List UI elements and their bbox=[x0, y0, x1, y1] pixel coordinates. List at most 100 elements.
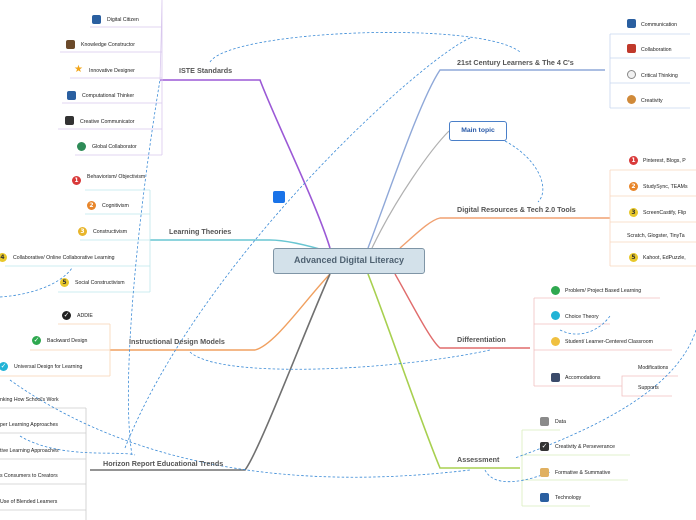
blue-square-marker[interactable] bbox=[273, 191, 285, 203]
flag-yellow-icon bbox=[551, 337, 560, 346]
bar-chart-icon bbox=[540, 417, 549, 426]
branch-line-instructional bbox=[110, 273, 331, 351]
topic-iste-standards[interactable]: ISTE Standards bbox=[179, 66, 233, 75]
learning-bracket bbox=[5, 189, 151, 293]
differentiation-item-student-centered[interactable]: Student/ Learner-Centered Classroom bbox=[565, 339, 653, 345]
digital-item-kahoot[interactable]: Kahoot, EdPuzzle, bbox=[643, 255, 686, 261]
assessment-item-technology[interactable]: Technology bbox=[555, 495, 582, 501]
branch-line-iste bbox=[160, 79, 331, 249]
branch-line-c21 bbox=[367, 69, 605, 249]
accommodation-item-supports[interactable]: Supports bbox=[638, 385, 659, 391]
differentiation-item-accomodations[interactable]: Accomodations bbox=[565, 375, 601, 381]
digital-item-scratch[interactable]: Scratch, Glogster, TinyTa bbox=[627, 233, 685, 239]
number-5-icon: 5 bbox=[60, 278, 69, 287]
presenter-icon bbox=[65, 116, 74, 125]
assessment-item-formative[interactable]: Formative & Summative bbox=[555, 470, 611, 476]
differentiation-item-pbl[interactable]: Problem/ Project Based Learning bbox=[565, 288, 642, 294]
number-2-icon: 2 bbox=[87, 201, 96, 210]
flag-green-icon bbox=[551, 286, 560, 295]
number-5-icon: 5 bbox=[629, 253, 638, 262]
relationship-learning-tail bbox=[0, 267, 73, 298]
topic-differentiation[interactable]: Differentiation bbox=[457, 335, 506, 344]
topic-learning-theories[interactable]: Learning Theories bbox=[169, 227, 232, 236]
relationship-lines bbox=[0, 32, 696, 483]
checkmark-black-icon: ✓ bbox=[62, 311, 71, 320]
topic-instructional-design-models[interactable]: Instructional Design Models bbox=[129, 337, 225, 346]
iste-item-computational-thinker[interactable]: Computational Thinker bbox=[82, 93, 135, 99]
iste-item-digital-citizen[interactable]: Digital Citizen bbox=[107, 17, 139, 23]
horizon-item-deeper-learning[interactable]: per Learning Approaches bbox=[0, 422, 58, 428]
branch-line-assessment bbox=[367, 273, 520, 469]
iste-item-knowledge-constructor[interactable]: Knowledge Constructor bbox=[81, 42, 135, 48]
learning-item-social-constructivism[interactable]: Social Constructivism bbox=[75, 280, 125, 286]
branch-line-main-topic bbox=[371, 130, 450, 249]
c21-item-creativity[interactable]: Creativity bbox=[641, 98, 663, 104]
palette-icon bbox=[627, 95, 636, 104]
instructional-item-addie[interactable]: ADDIE bbox=[77, 313, 93, 319]
learning-item-behaviorism[interactable]: Behaviorism/ Objectivism bbox=[87, 174, 146, 180]
books-icon bbox=[66, 40, 75, 49]
assessment-item-creativity[interactable]: Creativity & Perseverance bbox=[555, 444, 615, 450]
instructional-bracket bbox=[0, 323, 111, 377]
topic-digital-resources[interactable]: Digital Resources & Tech 2.0 Tools bbox=[457, 205, 576, 214]
relationship-udl-assessment bbox=[9, 379, 471, 478]
horizon-item-consumers-creators[interactable]: s Consumers to Creators bbox=[0, 473, 58, 479]
branch-line-differentiation bbox=[394, 273, 530, 349]
c21-item-critical-thinking[interactable]: Critical Thinking bbox=[641, 73, 678, 79]
relationship-instructional-differentiation bbox=[189, 349, 491, 370]
number-1-icon: 1 bbox=[72, 176, 81, 185]
branch-line-digital bbox=[399, 217, 610, 249]
digital-item-studysync[interactable]: StudySync, TEAMs bbox=[643, 184, 688, 190]
pencil-paper-icon bbox=[540, 468, 549, 477]
relationship-supports-assessment bbox=[514, 329, 696, 459]
learning-item-collaborative[interactable]: Collaborative/ Online Collaborative Lear… bbox=[13, 255, 115, 261]
instructional-item-udl[interactable]: Universal Design for Learning bbox=[14, 364, 83, 370]
iste-bracket bbox=[58, 0, 163, 156]
monitor-icon bbox=[92, 15, 101, 24]
learning-item-cognitivism[interactable]: Cognitivism bbox=[102, 203, 129, 209]
checkmark-teal-icon: ✓ bbox=[0, 362, 8, 371]
differentiation-item-choice-theory[interactable]: Choice Theory bbox=[565, 314, 599, 320]
number-3-icon: 3 bbox=[78, 227, 87, 236]
topic-horizon-report[interactable]: Horizon Report Educational Trends bbox=[103, 459, 224, 468]
assessment-item-data[interactable]: Data bbox=[555, 419, 566, 425]
c21-item-collaboration[interactable]: Collaboration bbox=[641, 47, 672, 53]
people-icon bbox=[627, 44, 636, 53]
relationship-main-digital bbox=[504, 140, 544, 203]
accommodation-item-modifications[interactable]: Modifications bbox=[638, 365, 669, 371]
iste-item-creative-communicator[interactable]: Creative Communicator bbox=[80, 119, 135, 125]
assessment-bracket bbox=[521, 429, 630, 507]
horizon-item-collaborative-learning[interactable]: tive Learning Approaches bbox=[0, 448, 59, 454]
group-icon bbox=[551, 373, 560, 382]
topic-21st-century-learners[interactable]: 21st Century Learners & The 4 C's bbox=[457, 58, 574, 67]
digital-bracket bbox=[609, 169, 696, 267]
globe-icon bbox=[77, 142, 86, 151]
c21-item-communication[interactable]: Communication bbox=[641, 22, 678, 28]
learning-item-constructivism[interactable]: Constructivism bbox=[93, 229, 128, 235]
flag-teal-icon bbox=[551, 311, 560, 320]
relationship-horizon-left bbox=[19, 435, 136, 456]
relationship-iste-c21 bbox=[209, 32, 521, 63]
floating-main-topic[interactable]: Main topic bbox=[449, 121, 507, 141]
c21-bracket bbox=[609, 33, 690, 109]
horizon-item-blended-learning[interactable]: Use of Blended Learners bbox=[0, 499, 58, 505]
checkmark-green-icon: ✓ bbox=[32, 336, 41, 345]
digital-item-pinterest[interactable]: Pinterest, Blogs, P bbox=[643, 158, 686, 164]
horizon-bracket bbox=[0, 407, 87, 520]
topic-assessment[interactable]: Assessment bbox=[457, 455, 500, 464]
branch-line-horizon bbox=[90, 273, 331, 471]
iste-item-innovative-designer[interactable]: Innovative Designer bbox=[89, 68, 135, 74]
digital-item-screencastify[interactable]: ScreenCastify, Flip bbox=[643, 210, 687, 216]
iste-item-global-collaborator[interactable]: Global Collaborator bbox=[92, 144, 137, 150]
number-3-icon: 3 bbox=[629, 208, 638, 217]
relationship-differentiation-choice bbox=[559, 315, 611, 335]
laptop-icon bbox=[540, 493, 549, 502]
central-topic[interactable]: Advanced Digital Literacy bbox=[273, 248, 425, 274]
relationship-horizon-c21 bbox=[124, 37, 471, 449]
instructional-item-backward-design[interactable]: Backward Design bbox=[47, 338, 88, 344]
number-1-icon: 1 bbox=[629, 156, 638, 165]
differentiation-bracket bbox=[533, 297, 678, 397]
horizon-item-rethinking[interactable]: nking How School's Work bbox=[0, 397, 59, 403]
